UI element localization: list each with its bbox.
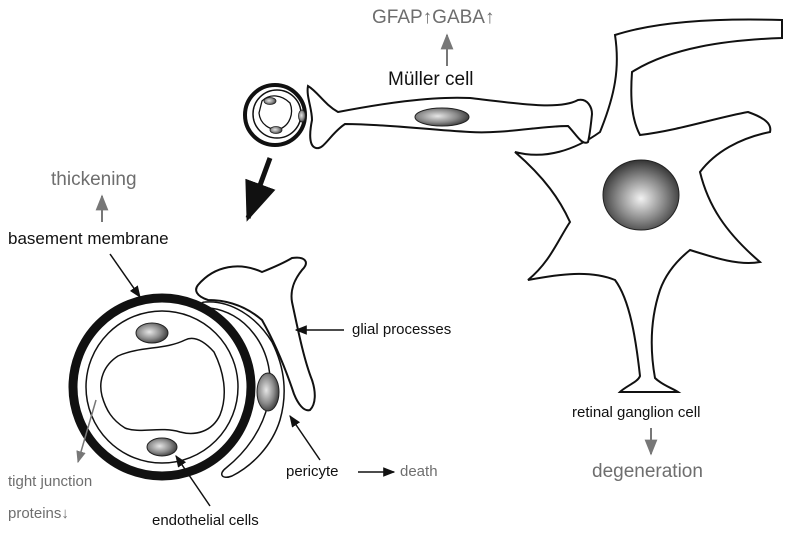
endothelial-cells-label: endothelial cells [152,512,259,529]
vessel-lumen [100,337,225,435]
proteins-label: proteins↓ [8,505,69,522]
basement-membrane-label: basement membrane [8,229,169,248]
glial-processes-label: glial processes [352,321,452,338]
ganglion-nucleus [602,159,680,231]
pericyte [200,301,285,479]
small-vessel [243,83,307,147]
magnify-arrow [245,157,276,222]
pericyte-nucleus [256,372,280,412]
muller-cell [243,83,594,150]
endothelial-nucleus-top [135,322,169,344]
retinal-ganglion-cell [514,18,783,393]
tight-junction-label: tight junction [8,473,93,490]
retinal-ganglion-cell-label: retinal ganglion cell [572,404,701,421]
pericyte-pointer [289,415,321,461]
degeneration-label: degeneration [592,461,703,482]
death-label: death [400,463,438,480]
glial-process [195,256,316,412]
muller-nucleus [414,107,470,127]
endothelial-cells-pointer [175,455,211,507]
gfap-gaba-label: GFAP↑GABA↑ [372,7,495,28]
capillary-cross-section [68,293,256,481]
pericyte-label: pericyte [286,463,339,480]
thickening-label: thickening [51,169,137,190]
basement-membrane-pointer [109,253,141,298]
tight-junction-arrow [76,399,97,464]
muller-cell-label: Müller cell [388,69,474,90]
endothelial-nucleus-bottom [146,437,178,457]
